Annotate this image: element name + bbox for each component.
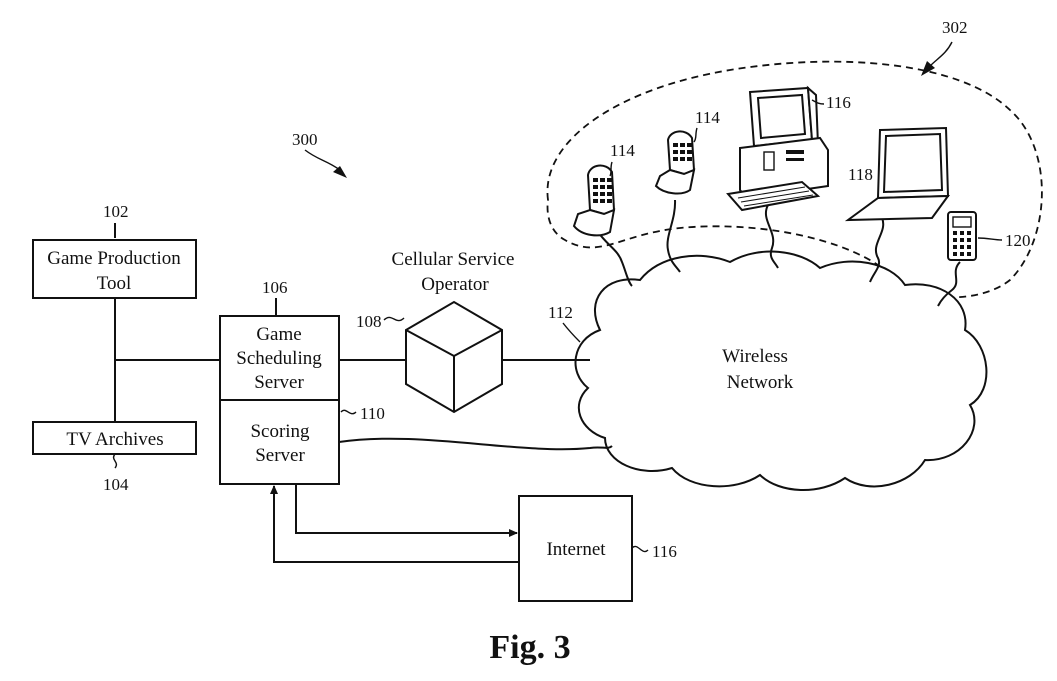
wireless-network-ref-leader	[562, 322, 581, 343]
desktop-computer-icon	[726, 85, 829, 212]
game-production-tool-label-line2: Tool	[97, 273, 132, 294]
game-production-tool-ref-label: 102	[103, 202, 129, 221]
cellular-operator-label-line1: Cellular Service	[392, 249, 515, 270]
wireless-network-ref-label: 112	[548, 303, 573, 322]
internet-ref-leader	[631, 545, 649, 553]
game-scheduling-server-box	[219, 315, 340, 401]
link-phone-left	[597, 231, 633, 287]
cellular-operator-ref-label: 108	[356, 312, 382, 331]
phone-left-ref-leader	[609, 161, 613, 177]
link-desktop	[765, 204, 779, 269]
scoring-server-box	[219, 399, 340, 485]
internet-ref-label: 116	[652, 542, 677, 561]
laptop-ref-label: 118	[848, 165, 873, 184]
wireless-network-label-line1: Wireless	[722, 346, 788, 367]
cellular-operator-cube-icon	[405, 300, 503, 414]
game-production-tool-label-line1: Game Production	[47, 248, 181, 269]
device-group-outline	[546, 60, 1043, 299]
link-handheld	[937, 261, 961, 307]
tv-archives-label: TV Archives	[66, 429, 163, 450]
cloud-group-ref-label: 302	[942, 18, 968, 37]
flip-phone-icon	[654, 130, 696, 195]
system-ref-arrow-icon	[304, 149, 347, 178]
phone-right-ref-leader	[693, 127, 698, 143]
phone-right-ref-label: 114	[695, 108, 720, 127]
figure-caption: Fig. 3	[489, 629, 570, 666]
phone-left-ref-label: 114	[610, 141, 635, 160]
link-phone-right	[666, 199, 681, 273]
internet-label: Internet	[546, 539, 606, 560]
flip-phone-icon	[572, 164, 616, 237]
scoring-server-ref-label: 110	[360, 404, 385, 423]
scoring-to-network-line	[338, 437, 613, 451]
tv-archives-ref-leader	[112, 453, 118, 469]
wireless-network-cloud-icon	[574, 250, 988, 491]
cloud-group-ref-arrow-icon	[921, 41, 953, 76]
handheld-ref-leader	[977, 237, 1003, 241]
game-production-tool-box	[32, 239, 197, 299]
game-scheduling-server-label-line3: Server	[254, 372, 304, 393]
desktop-ref-leader	[811, 99, 825, 105]
game-scheduling-server-ref-label: 106	[262, 278, 288, 297]
cellular-operator-label-line2: Operator	[421, 274, 489, 295]
tv-archives-ref-label: 104	[103, 475, 129, 494]
scoring-to-internet-arrow-icon	[295, 484, 518, 537]
handheld-ref-label: 120	[1005, 231, 1031, 250]
game-scheduling-server-label-line1: Game	[256, 324, 301, 345]
game-scheduling-server-label-line2: Scheduling	[236, 348, 322, 369]
wireless-network-label-line2: Network	[727, 372, 794, 393]
system-ref-label: 300	[292, 130, 318, 149]
link-laptop	[869, 217, 885, 283]
scoring-server-label-line2: Server	[255, 445, 305, 466]
cellular-operator-ref-leader	[383, 316, 405, 322]
scoring-server-label-line1: Scoring	[250, 421, 310, 442]
handheld-device-icon	[947, 211, 977, 261]
laptop-icon	[844, 126, 951, 222]
desktop-ref-label: 116	[826, 93, 851, 112]
internet-to-scoring-arrow-icon	[270, 485, 519, 563]
internet-box	[518, 495, 633, 602]
scoring-server-ref-leader	[340, 409, 357, 415]
